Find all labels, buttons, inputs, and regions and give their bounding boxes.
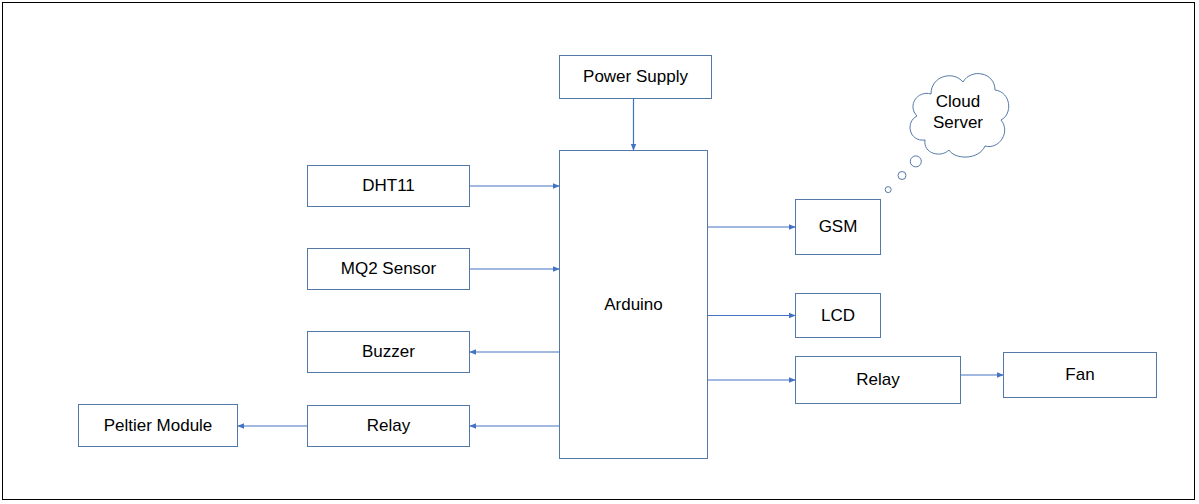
sensor-box: MQ2 Sensor	[307, 248, 470, 290]
peltier-box: Peltier Module	[78, 404, 238, 447]
gsm-box: GSM	[795, 199, 881, 255]
relay-box: Relay	[307, 405, 470, 447]
arrow-connector	[961, 375, 1003, 376]
node-label: Fan	[1061, 364, 1098, 385]
node-label: GSM	[815, 216, 862, 237]
node-label: DHT11	[358, 175, 419, 196]
node-label: Arduino	[600, 294, 667, 315]
thought-bubble-link	[885, 156, 921, 193]
arrow-connector	[470, 352, 559, 353]
node-label: MQ2 Sensor	[337, 258, 440, 279]
arrow-connector	[633, 99, 634, 150]
relay-box: Relay	[795, 356, 961, 404]
controller-box: Arduino	[559, 150, 708, 459]
arrow-connector	[470, 426, 559, 427]
power-supply-box: Power Supply	[559, 55, 712, 99]
node-label: Power Supply	[579, 66, 692, 87]
cloud-server: Cloud Server	[903, 62, 1013, 162]
fan-box: Fan	[1003, 352, 1157, 398]
sensor-box: DHT11	[307, 165, 470, 207]
node-label: Buzzer	[358, 341, 419, 362]
node-label: Relay	[852, 369, 903, 390]
arrow-connector	[470, 269, 559, 270]
node-label: Peltier Module	[100, 415, 217, 436]
buzzer-box: Buzzer	[307, 331, 470, 373]
node-label: Relay	[363, 415, 414, 436]
display-box: LCD	[795, 293, 881, 338]
arrow-connector	[708, 227, 795, 228]
arrow-connector	[470, 186, 559, 187]
arrow-connector	[708, 315, 795, 316]
node-label: Cloud Server	[922, 91, 994, 134]
arrow-connector	[708, 380, 795, 381]
arrow-connector	[238, 426, 307, 427]
node-label: LCD	[817, 305, 859, 326]
cloud-outline	[903, 62, 1013, 162]
